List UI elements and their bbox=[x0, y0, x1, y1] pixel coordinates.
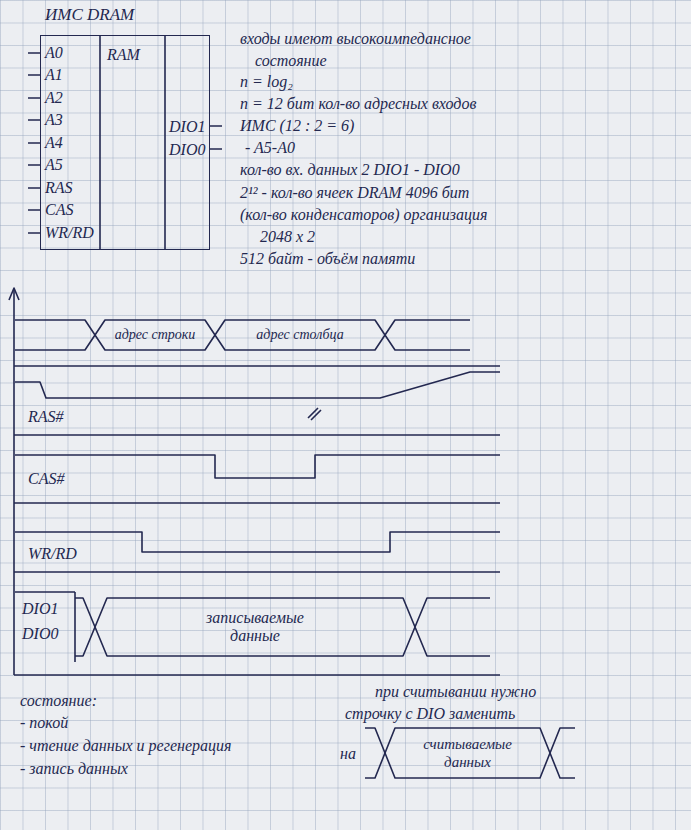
state-text: - покой bbox=[20, 714, 68, 732]
axis-arrow bbox=[9, 288, 19, 300]
pin-label: A2 bbox=[45, 89, 63, 107]
wr-signal bbox=[15, 532, 500, 552]
state-text: состояние: bbox=[20, 692, 97, 710]
note-text: - A5-A0 bbox=[245, 139, 295, 157]
pin-label: A1 bbox=[45, 66, 63, 84]
note-text: 2¹² - кол-во ячеек DRAM 4096 бит bbox=[240, 184, 469, 202]
separator-line bbox=[14, 366, 500, 675]
note-text: входы имеют высокоимпедансное bbox=[240, 30, 471, 48]
bus-state: считываемые данных bbox=[385, 728, 550, 778]
signal-name: WR/RD bbox=[28, 545, 77, 563]
pin-label: DIO0 bbox=[169, 141, 205, 159]
signal-name: DIO1 bbox=[22, 600, 58, 618]
dio-box-line bbox=[15, 592, 75, 662]
note-text: при считывании нужно bbox=[375, 683, 536, 701]
note-text: (кол-во конденсаторов) организация bbox=[240, 206, 487, 224]
note-text: ИМС (12 : 2 = 6) bbox=[240, 117, 354, 135]
pin-label: A4 bbox=[45, 134, 63, 152]
bus-text: адрес строки bbox=[115, 326, 196, 344]
pin-label: CAS bbox=[45, 201, 73, 219]
pin-label: RAS bbox=[45, 179, 73, 197]
hex-outline bbox=[385, 728, 550, 778]
note-text: 512 байт - объём памяти bbox=[240, 250, 415, 268]
bus-state: адрес столбца bbox=[215, 320, 385, 350]
ras-signal bbox=[15, 372, 500, 398]
chip-name: RAM bbox=[107, 46, 140, 64]
note-text: на bbox=[340, 745, 356, 763]
signal-name: RAS# bbox=[28, 408, 64, 426]
note-text: кол-во вх. данных 2 DIO1 - DIO0 bbox=[240, 161, 460, 179]
signal-name: DIO0 bbox=[22, 625, 58, 643]
note-text: n = 12 бит кол-во адресных входов bbox=[240, 95, 476, 113]
address-bus bbox=[15, 320, 470, 350]
pin-label: A3 bbox=[45, 111, 63, 129]
state-text: - запись данных bbox=[20, 760, 128, 778]
note-text: 2048 x 2 bbox=[260, 228, 315, 246]
cas-signal bbox=[15, 455, 500, 478]
bus-text: считываемые данных bbox=[410, 735, 525, 771]
pin-label: A5 bbox=[45, 156, 63, 174]
note-text: строчку с DIO заменить bbox=[345, 705, 515, 723]
state-text: - чтение данных и регенерация bbox=[20, 737, 231, 755]
note-text: n = log₂ bbox=[240, 73, 293, 91]
pin-stubs bbox=[28, 53, 222, 233]
time-axis bbox=[13, 290, 15, 675]
data-bus bbox=[75, 598, 490, 656]
pin-label: DIO1 bbox=[169, 118, 205, 136]
pin-label: A0 bbox=[45, 44, 63, 62]
page-title: ИМС DRAM bbox=[45, 6, 134, 24]
read-bus bbox=[365, 728, 575, 778]
bus-text: записываемые данные bbox=[190, 609, 320, 645]
bus-state: записываемые данные bbox=[95, 598, 415, 656]
ras-mark bbox=[308, 408, 321, 420]
bus-state: адрес строки bbox=[95, 320, 215, 350]
signal-name: CAS# bbox=[28, 470, 64, 488]
chip-column-line bbox=[100, 35, 165, 250]
note-text: состояние bbox=[255, 52, 327, 70]
pin-label: WR/RD bbox=[45, 224, 94, 242]
bus-text: адрес столбца bbox=[256, 326, 343, 344]
